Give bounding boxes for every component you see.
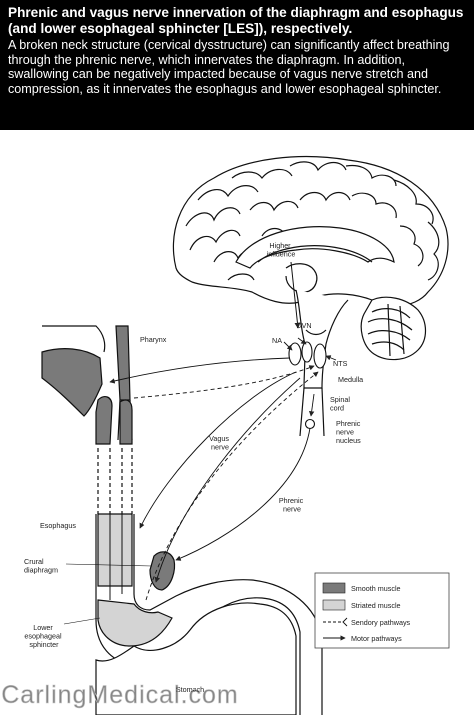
label-stomach: Stomach xyxy=(176,685,204,694)
legend-label-striated: Striated muscle xyxy=(351,601,401,610)
legend-label-motor: Motor pathways xyxy=(351,634,402,643)
legend: Smooth muscle Striated muscle Sendory pa… xyxy=(314,572,450,649)
spinal-cord xyxy=(299,387,325,437)
brainstem xyxy=(295,289,349,389)
watermark: CarlingMedical.com xyxy=(1,681,239,709)
phrenic-nucleus xyxy=(304,418,316,430)
label-spinal-cord: Spinal cord xyxy=(330,395,352,413)
label-pharynx: Pharynx xyxy=(140,335,167,344)
label-vagus-nerve: Vagus nerve xyxy=(209,434,231,452)
esophagus-striated xyxy=(97,513,133,587)
label-crural-diaphragm: Crural diaphragm xyxy=(24,557,58,575)
dvn-nucleus xyxy=(301,341,313,363)
ues-right xyxy=(119,399,133,445)
higher-influence-arrow xyxy=(290,261,301,329)
ues-left xyxy=(95,396,113,445)
phrenic-motor-path xyxy=(175,427,311,561)
nerve-pathways xyxy=(109,357,319,601)
stomach xyxy=(95,602,297,715)
caption-title: Phrenic and vagus nerve innervation of t… xyxy=(8,5,464,36)
corpus-callosum xyxy=(235,226,395,269)
leader-lines xyxy=(63,563,153,625)
cerebellum xyxy=(360,296,427,361)
label-esophagus: Esophagus xyxy=(40,521,76,530)
les-region xyxy=(97,599,173,647)
vagus-motor-path xyxy=(139,371,297,529)
na-nucleus xyxy=(288,342,302,366)
caption-body: A broken neck structure (cervical dysstr… xyxy=(8,38,450,96)
label-na: NA xyxy=(272,336,282,345)
vagus-sensory-path xyxy=(145,371,319,601)
label-higher-influence: Higher influence xyxy=(267,241,296,259)
pharynx-striated-wall xyxy=(115,325,131,401)
caption-box: Phrenic and vagus nerve innervation of t… xyxy=(0,0,474,130)
nts-nucleus xyxy=(313,343,327,369)
innervation-diagram: Higher influence DVN NA NTS Medulla Spin… xyxy=(1,156,450,715)
brain-illustration xyxy=(172,156,449,389)
esophagus-anatomy xyxy=(95,448,323,715)
legend-swatch-smooth xyxy=(322,582,346,594)
label-nts: NTS xyxy=(333,359,348,368)
pharynx-smooth-muscle-wedge xyxy=(41,348,103,417)
label-dvn: DVN xyxy=(296,321,311,330)
brainstem-nuclei xyxy=(288,341,327,430)
legend-swatch-striated xyxy=(322,599,346,611)
motor-path-na-pharynx xyxy=(109,357,291,384)
label-phrenic-nerve: Phrenic nerve xyxy=(279,496,305,514)
label-medulla: Medulla xyxy=(338,375,363,384)
label-les: Lower esophageal sphincter xyxy=(24,623,63,649)
legend-label-sensory: Sendory pathways xyxy=(351,618,411,627)
legend-label-smooth: Smooth muscle xyxy=(351,584,401,593)
sensory-path-pharynx-nts xyxy=(133,365,315,399)
pharynx-anatomy xyxy=(41,325,133,445)
diagram-labels: Higher influence DVN NA NTS Medulla Spin… xyxy=(24,241,363,694)
label-phrenic-nucleus: Phrenic nerve nucleus xyxy=(336,419,362,445)
